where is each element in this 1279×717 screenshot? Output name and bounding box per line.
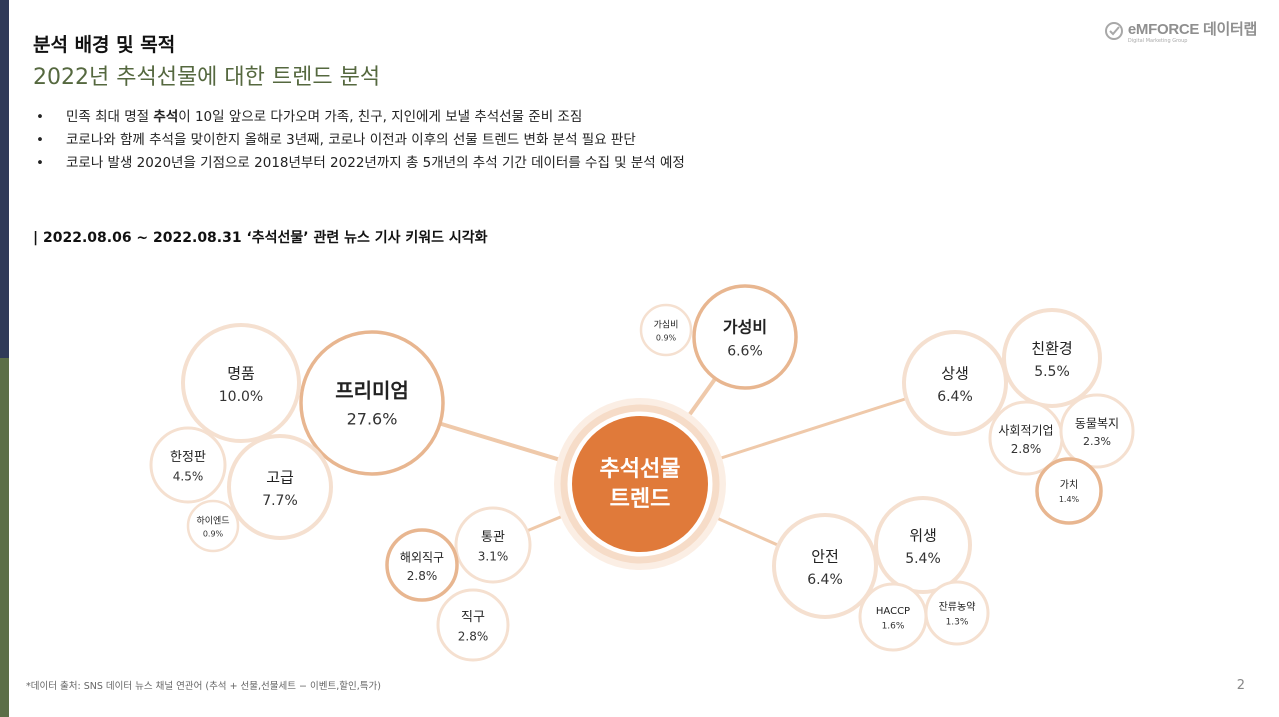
keyword-bubble-gasimbi: 가심비 0.9% (639, 303, 693, 357)
bullet-item: •코로나 발생 2020년을 기점으로 2018년부터 2022년까지 총 5개… (36, 155, 685, 171)
keyword-bubble-premium: 프리미엄 27.6% (299, 330, 445, 476)
sidebar-accent-top (0, 0, 9, 358)
bubble-ring (1035, 457, 1103, 525)
bubble-label: 가성비 (723, 317, 767, 336)
bubble-label: HACCP (876, 606, 910, 617)
bubble-label: 직구 (461, 610, 485, 625)
logo-brand: eMFORCE 데이터랩 (1127, 21, 1257, 38)
keyword-bubble-gachi: 가치 1.4% (1035, 457, 1103, 525)
bubble-label: 한정판 (170, 450, 206, 465)
bubble-ring (1059, 393, 1135, 469)
logo-tagline: Digital Marketing Group (1127, 38, 1188, 44)
bubble-value: 0.9% (203, 529, 224, 538)
bubble-label: 프리미엄 (335, 378, 409, 402)
sidebar-accent-bottom (0, 358, 9, 717)
bubble-ring (149, 426, 227, 504)
bullet-item: •코로나와 함께 추석을 맞이한지 올해로 3년째, 코로나 이전과 이후의 선… (36, 132, 636, 148)
bubble-value: 7.7% (262, 493, 298, 509)
bubble-value: 2.8% (458, 629, 489, 643)
bubble-label: 친환경 (1031, 340, 1072, 358)
emforce-logo-icon (1104, 22, 1123, 40)
keyword-bubble-tonggwan: 통관 3.1% (454, 506, 532, 584)
bubble-ring (692, 284, 798, 390)
bubble-ring (436, 588, 510, 662)
keyword-bubble-myeongpum: 명품 10.0% (181, 323, 301, 443)
keyword-bubble-sangsaeng: 상생 6.4% (902, 330, 1008, 436)
bubble-value: 6.6% (727, 343, 763, 359)
bubble-value: 1.6% (882, 622, 905, 632)
bubble-ring (874, 496, 972, 594)
bubble-value: 4.5% (173, 469, 204, 483)
keyword-bubble-hanjeongpan: 한정판 4.5% (149, 426, 227, 504)
keyword-bubble-chinhwangyeong: 친환경 5.5% (1002, 308, 1102, 408)
keyword-bubble-janryunongyak: 잔류농약 1.3% (924, 580, 990, 646)
bubble-ring (1002, 308, 1102, 408)
keyword-bubble-haiend: 하이엔드 0.9% (186, 499, 240, 553)
bubble-value: 10.0% (219, 389, 263, 405)
bubble-value: 27.6% (347, 410, 398, 429)
bubble-label: 명품 (227, 365, 255, 383)
bubble-ring (186, 499, 240, 553)
keyword-bubble-anjeon: 안전 6.4% (772, 513, 878, 619)
bubble-value: 5.4% (905, 551, 941, 567)
bubble-label: 상생 (941, 365, 969, 383)
page-title: 분석 배경 및 목적 (33, 34, 176, 56)
hub-label-line2: 트렌드 (610, 487, 671, 512)
bubble-value: 2.8% (407, 569, 438, 583)
bubble-value: 5.5% (1034, 364, 1070, 380)
keyword-bubble-gaseongbi: 가성비 6.6% (692, 284, 798, 390)
bubble-ring (181, 323, 301, 443)
keyword-bubble-dongmulbokji: 동물복지 2.3% (1059, 393, 1135, 469)
bubble-ring (299, 330, 445, 476)
bubble-label: 안전 (811, 548, 839, 566)
hub-core (572, 416, 708, 552)
page-number: 2 (1236, 678, 1245, 693)
bubble-label: 통관 (481, 530, 505, 545)
keyword-bubble-gogeup: 고급 7.7% (227, 434, 333, 540)
bubble-label: 해외직구 (400, 550, 444, 564)
bubble-value: 3.1% (478, 549, 509, 563)
bubble-value: 1.3% (946, 618, 969, 628)
data-source-footnote: *데이터 출처: SNS 데이터 뉴스 채널 연관어 (추석 + 선물,선물세트… (26, 681, 381, 692)
bubble-label: 고급 (266, 469, 294, 487)
keyword-bubble-haeoejikgu: 해외직구 2.8% (385, 528, 459, 602)
bubble-value: 0.9% (656, 333, 677, 342)
bubble-ring (924, 580, 990, 646)
bubble-ring (639, 303, 693, 357)
bubble-label: 가치 (1060, 479, 1078, 491)
keyword-bubble-sahoejeokgieop: 사회적기업 2.8% (988, 400, 1064, 476)
bubble-ring (227, 434, 333, 540)
hub-label-line1: 추석선물 (600, 457, 681, 482)
keyword-bubble-haccp: HACCP 1.6% (858, 582, 928, 652)
bubble-label: 잔류농약 (939, 601, 976, 613)
bubble-label: 가심비 (654, 319, 679, 330)
bubble-ring (902, 330, 1008, 436)
bubble-value: 6.4% (807, 572, 843, 588)
bubble-ring (454, 506, 532, 584)
bubble-value: 6.4% (937, 389, 973, 405)
bubble-value: 2.8% (1011, 442, 1042, 456)
section-heading: | 2022.08.06 ~ 2022.08.31 ‘추석선물’ 관련 뉴스 기… (33, 230, 488, 246)
background-bullets: •민족 최대 명절 추석이 10일 앞으로 다가오며 가족, 친구, 지인에게 … (36, 106, 685, 175)
bubble-label: 위생 (909, 527, 937, 545)
keyword-bubble-wisaeng: 위생 5.4% (874, 496, 972, 594)
bubble-value: 1.4% (1059, 495, 1080, 504)
page-subtitle: 2022년 추석선물에 대한 트렌드 분석 (33, 65, 381, 90)
bullet-item: •민족 최대 명절 추석이 10일 앞으로 다가오며 가족, 친구, 지인에게 … (36, 109, 583, 125)
bubble-ring (385, 528, 459, 602)
bubble-label: 하이엔드 (196, 515, 229, 526)
bubble-label: 동물복지 (1075, 416, 1119, 430)
bubble-label: 사회적기업 (998, 423, 1053, 437)
bubble-ring (772, 513, 878, 619)
bubble-value: 2.3% (1083, 435, 1111, 448)
keyword-bubble-jikgu: 직구 2.8% (436, 588, 510, 662)
company-logo: eMFORCE 데이터랩 Digital Marketing Group (1104, 18, 1257, 44)
